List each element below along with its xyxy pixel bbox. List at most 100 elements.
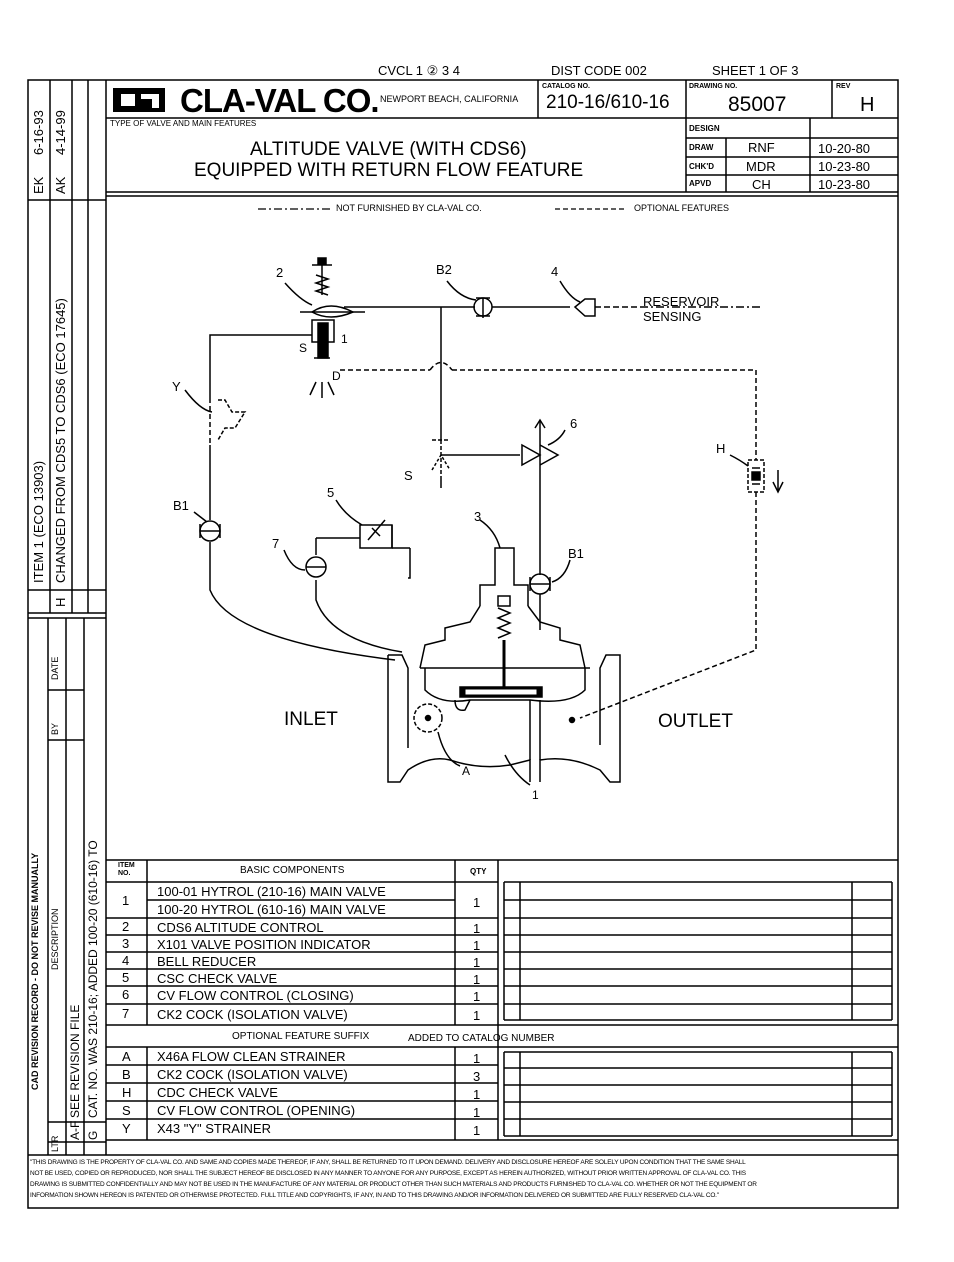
dist-code: DIST CODE 002 — [551, 63, 647, 78]
rev2-description: CHANGED FROM CDS5 TO CDS6 (ECO 17645) — [53, 298, 68, 583]
comp-row-1-item: 1 — [122, 893, 130, 908]
comp-row-6-desc: CV FLOW CONTROL (CLOSING) — [157, 988, 354, 1003]
catalog-number: 210-16/610-16 — [546, 92, 670, 113]
rev1-date: 6-16-93 — [31, 110, 46, 155]
label-s-mid: S — [404, 468, 413, 483]
comp-row-4-qty: 1 — [473, 955, 481, 970]
comp-row-2-qty: 1 — [473, 921, 481, 936]
comp-row-1-qty: 1 — [473, 895, 481, 910]
company-name: CLA-VAL CO. — [180, 82, 380, 119]
legend-not-furnished: NOT FURNISHED BY CLA-VAL CO. — [336, 203, 482, 213]
comp-row-4-desc: BELL REDUCER — [157, 954, 257, 969]
comp-row-2-desc: CDS6 ALTITUDE CONTROL — [157, 920, 324, 935]
draw-date: 10-20-80 — [818, 141, 871, 156]
rev1-description: ITEM 1 (ECO 13903) — [31, 460, 46, 583]
opt-row-b-desc: CK2 COCK (ISOLATION VALVE) — [157, 1067, 348, 1082]
rev-label: REV — [836, 83, 851, 90]
comp-row-7-qty: 1 — [473, 1008, 481, 1023]
comp-row-1-desc: 100-01 HYTROL (210-16) MAIN VALVE — [157, 884, 386, 899]
opt-row-y-qty: 1 — [473, 1123, 481, 1138]
label-item-4: 4 — [551, 264, 559, 279]
opt-row-a-qty: 1 — [473, 1051, 481, 1066]
components-desc-header: BASIC COMPONENTS — [240, 865, 345, 876]
label-reservoir: RESERVOIR — [643, 294, 720, 309]
catalog-label: CATALOG NO. — [542, 83, 590, 90]
comp-row-6-item: 6 — [122, 987, 130, 1002]
apvd-date: 10-23-80 — [818, 177, 871, 192]
comp-row-5-desc: CSC CHECK VALVE — [157, 971, 278, 986]
cad-g-description: CAT. NO. WAS 210-16; ADDED 100-20 (610-1… — [86, 840, 100, 1118]
label-item-1-pilot: 1 — [341, 332, 348, 346]
label-b2: B2 — [436, 262, 452, 277]
cad-col-description: DESCRIPTION — [50, 908, 60, 970]
draw-by: RNF — [748, 140, 775, 155]
drawing-label: DRAWING NO. — [689, 83, 738, 90]
comp-row-6-qty: 1 — [473, 989, 481, 1004]
comp-row-3-qty: 1 — [473, 938, 481, 953]
chkd-label: CHK'D — [689, 162, 715, 171]
company-location: NEWPORT BEACH, CALIFORNIA — [380, 94, 519, 104]
rev2-date: 4-14-99 — [53, 110, 68, 155]
opt-row-s-desc: CV FLOW CONTROL (OPENING) — [157, 1103, 356, 1118]
label-item-2: 2 — [276, 265, 284, 280]
type-label: TYPE OF VALVE AND MAIN FEATURES — [110, 119, 257, 128]
comp-row-3-desc: X101 VALVE POSITION INDICATOR — [157, 937, 371, 952]
chkd-by: MDR — [746, 159, 776, 174]
drawing-number: 85007 — [728, 93, 787, 116]
opt-row-y-item: Y — [122, 1121, 131, 1136]
cad-g-ltr: G — [86, 1130, 100, 1140]
comp-row-5-item: 5 — [122, 970, 130, 985]
opt-row-h-qty: 1 — [473, 1087, 481, 1102]
opt-row-a-desc: X46A FLOW CLEAN STRAINER — [157, 1049, 346, 1064]
comp-row-4-item: 4 — [122, 953, 130, 968]
opt-row-s-qty: 1 — [473, 1105, 481, 1120]
comp-row-3-item: 3 — [122, 936, 130, 951]
valve-title-line2: EQUIPPED WITH RETURN FLOW FEATURE — [194, 160, 584, 181]
comp-row-7-desc: CK2 COCK (ISOLATION VALVE) — [157, 1007, 348, 1022]
chkd-date: 10-23-80 — [818, 159, 871, 174]
label-item-3: 3 — [474, 509, 482, 524]
cvcl-text: CVCL 1 ② 3 4 — [378, 63, 460, 78]
comp-row-1-desc2: 100-20 HYTROL (610-16) MAIN VALVE — [157, 902, 386, 917]
footer-line-1: "THIS DRAWING IS THE PROPERTY OF CLA-VAL… — [30, 1159, 746, 1166]
footer-line-2: NOT BE USED, COPIED OR REPRODUCED, NOR S… — [30, 1170, 746, 1177]
cad-col-ltr: LTR — [50, 1135, 60, 1152]
label-b1-left: B1 — [173, 498, 189, 513]
valve-title-line1: ALTITUDE VALVE (WITH CDS6) — [250, 139, 527, 160]
apvd-by: CH — [752, 177, 771, 192]
label-item-7: 7 — [272, 536, 280, 551]
optional-note: ADDED TO CATALOG NUMBER — [408, 1033, 555, 1044]
design-label: DESIGN — [689, 124, 720, 133]
label-item-5: 5 — [327, 485, 335, 500]
rev1-by: EK — [31, 176, 46, 194]
comp-row-5-qty: 1 — [473, 972, 481, 987]
rev-letter: H — [860, 94, 875, 116]
label-item-1-bottom: 1 — [532, 788, 539, 802]
label-outlet: OUTLET — [658, 711, 733, 732]
opt-row-a-item: A — [122, 1049, 131, 1064]
opt-row-h-desc: CDC CHECK VALVE — [157, 1085, 278, 1100]
rev2-letter: H — [53, 597, 68, 607]
footer-line-4: INFORMATION SHOWN HEREON IS PATENTED OR … — [30, 1192, 719, 1199]
cad-af-ltr: A-F — [68, 1120, 82, 1140]
footer-line-3: DRAWING IS SUBMITTED CONFIDENTIALLY AND … — [30, 1181, 757, 1188]
apvd-label: APVD — [689, 179, 712, 188]
label-item-6: 6 — [570, 416, 578, 431]
cad-col-date: DATE — [50, 656, 60, 680]
opt-row-h-item: H — [122, 1085, 132, 1100]
rev2-by: AK — [53, 176, 68, 194]
components-qty-header: QTY — [470, 867, 487, 876]
cad-record-title: CAD REVISION RECORD - DO NOT REVISE MANU… — [30, 852, 40, 1090]
components-item-header: ITEM NO. — [118, 862, 135, 877]
sheet-number: SHEET 1 OF 3 — [712, 63, 799, 78]
label-a: A — [462, 764, 471, 778]
opt-row-b-item: B — [122, 1067, 131, 1082]
opt-row-b-qty: 3 — [473, 1069, 481, 1084]
label-d: D — [332, 369, 341, 383]
cad-col-by: BY — [50, 722, 60, 735]
label-s-pilot: S — [299, 341, 308, 355]
comp-row-2-item: 2 — [122, 919, 130, 934]
label-sensing: SENSING — [643, 309, 702, 324]
label-h: H — [716, 441, 726, 456]
